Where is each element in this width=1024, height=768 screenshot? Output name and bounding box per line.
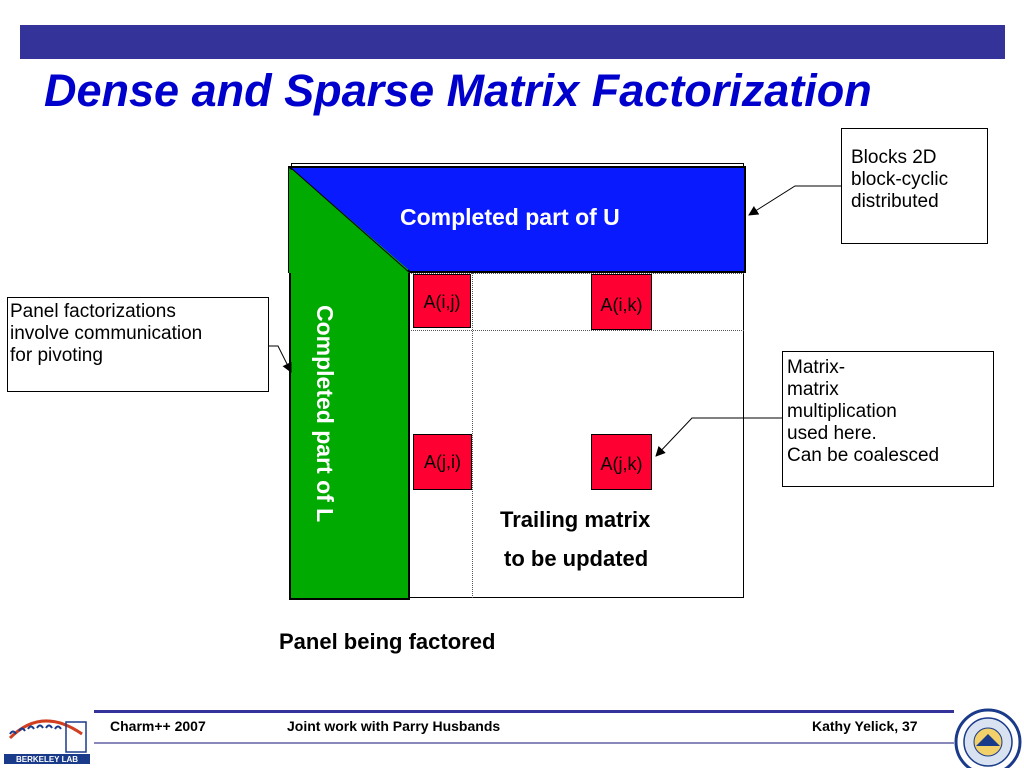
cell-a-ji: A(j,i) [413,434,472,490]
footer-rule [94,742,954,744]
svg-text:BERKELEY LAB: BERKELEY LAB [16,755,78,764]
footer-event: Charm++ 2007 [110,718,206,734]
callout-matmul-line: Can be coalesced [787,445,940,466]
university-seal [954,708,1022,768]
l-block-label: Completed part of L [312,305,338,523]
trailing-label-line2: to be updated [504,546,649,571]
callout-matmul-line: multiplication [787,401,897,422]
cell-a-ik: A(i,k) [591,274,652,330]
callout-panel-line: involve communication [10,323,203,344]
callout-matmul-line: matrix [787,379,839,400]
grid-line [352,273,744,274]
callout-panel-line: for pivoting [10,345,103,366]
cell-a-ij: A(i,j) [413,274,471,328]
footer-author-page: Kathy Yelick, 37 [812,718,918,734]
slide-title: Dense and Sparse Matrix Factorization [44,65,872,116]
trailing-label-line1: Trailing matrix [500,507,651,532]
callout-blocks-line: block-cyclic [851,169,949,190]
callout-matmul-line: used here. [787,423,877,444]
callout-matmul-line: Matrix- [787,357,846,378]
callout-panel-line: Panel factorizations [10,301,176,322]
callout-blocks: Blocks 2D block-cyclic distributed [841,128,988,244]
panel-label: Panel being factored [279,629,496,654]
grid-line [352,330,744,331]
callout-panel: Panel factorizations involve communicati… [7,297,269,392]
callout-matmul: Matrix- matrix multiplication used here.… [782,351,994,487]
header-bar [20,25,1005,59]
u-block-label: Completed part of U [400,204,620,230]
callout-blocks-line: distributed [851,191,939,212]
grid-line [472,273,473,598]
footer-credit: Joint work with Parry Husbands [287,718,501,734]
cell-a-jk: A(j,k) [591,434,652,490]
callout-blocks-line: Blocks 2D [851,147,937,168]
footer-rule [94,710,954,713]
berkeley-lab-logo: BERKELEY LAB [4,719,90,764]
